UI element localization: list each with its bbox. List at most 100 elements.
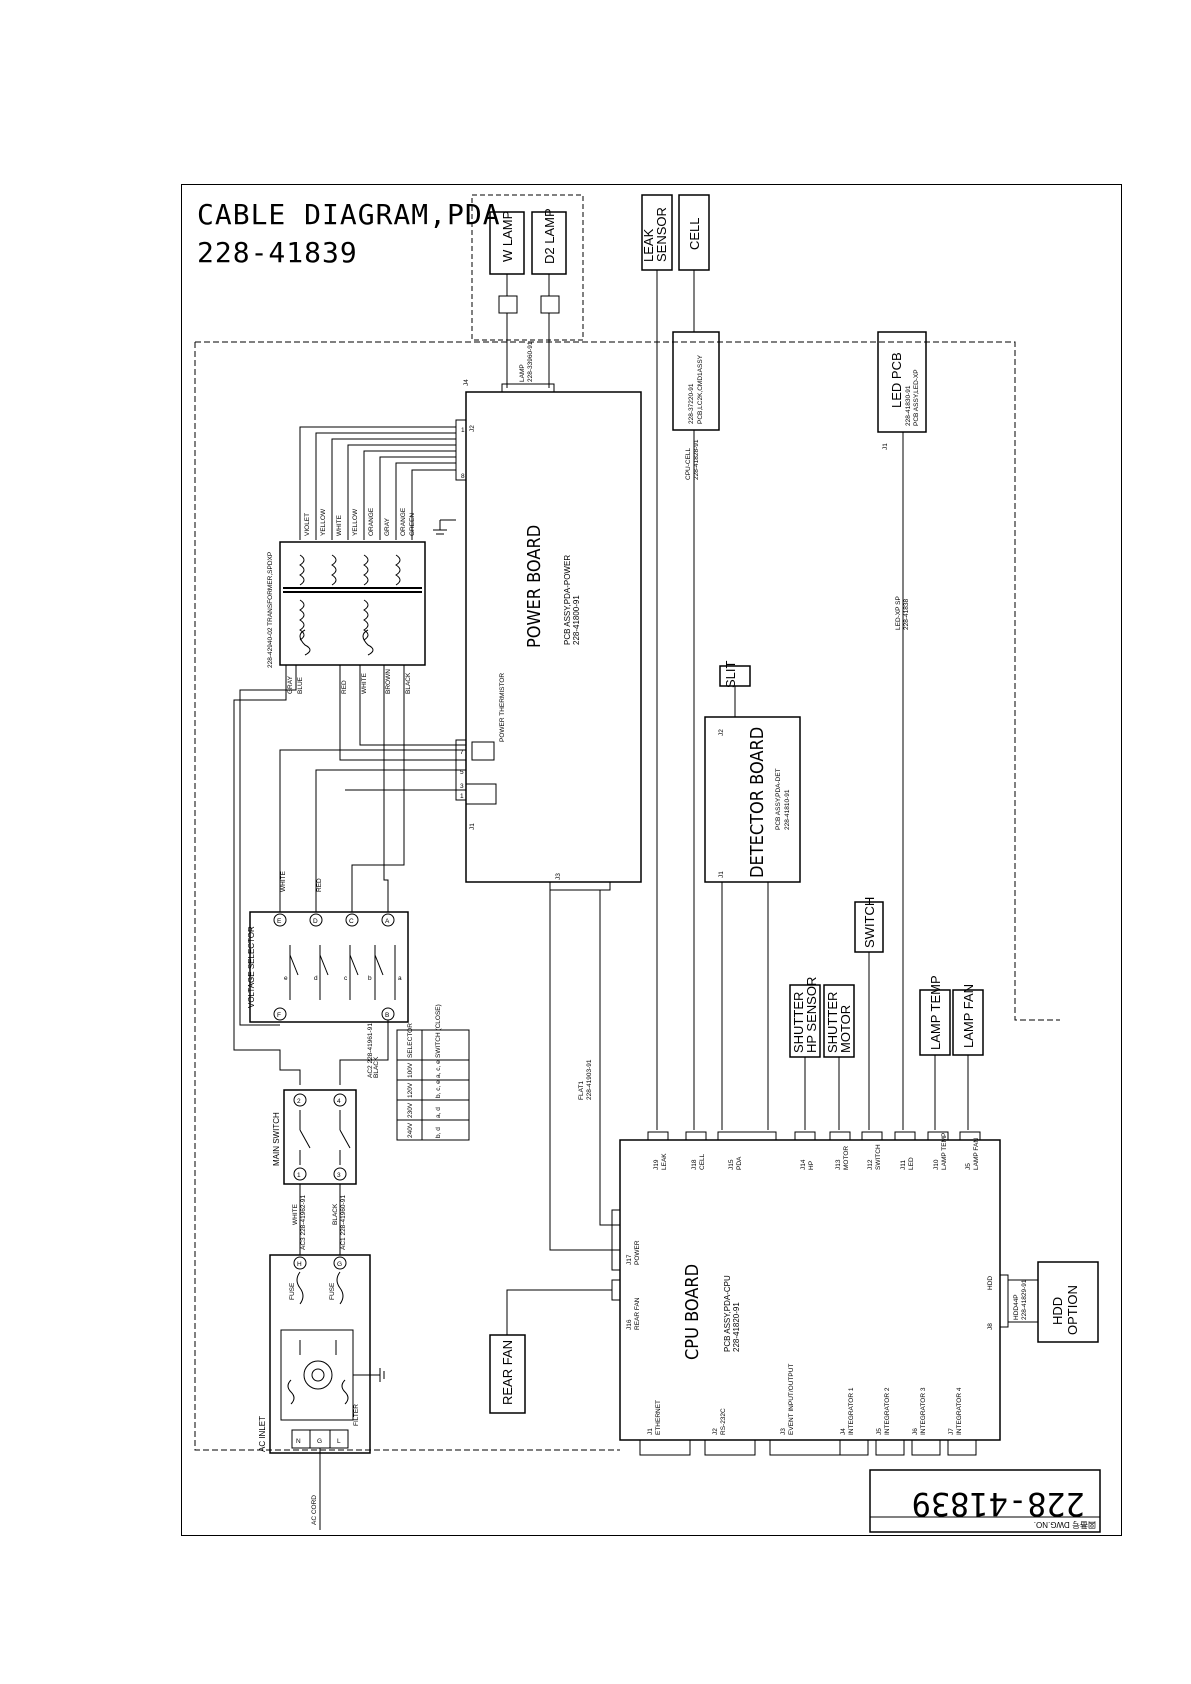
vs-switch-e: e (284, 975, 288, 982)
d2-lamp-connector (540, 295, 560, 314)
switch-row-100v: a, c, e (435, 1060, 442, 1078)
j1-pin-5: 5 (460, 769, 464, 776)
inlet-terminal-g: G (337, 1261, 342, 1268)
w-lamp-label: W LAMP (500, 211, 515, 262)
lamp-cable-label-2: 228-33960-91 (527, 341, 534, 382)
leak-sensor-label-2: SENSOR (654, 207, 669, 262)
power-board-label: POWER BOARD (524, 525, 545, 648)
cpu-top-connector-name: LAMP TEMP (941, 1133, 948, 1170)
cpu-bottom-connector-name: INTEGRATOR 4 (956, 1387, 963, 1435)
drawing-number-inverted: 228-41839 (912, 1485, 1085, 1523)
led-cable-label-1: LED-XP SP (895, 596, 902, 630)
voltage-selector (249, 911, 409, 1023)
j1-pin-7: 7 (460, 749, 464, 756)
wire-label-ms-white: WHITE (292, 1203, 299, 1225)
cpu-top-connector-name: LEAK (661, 1153, 668, 1170)
fuse-label-1: FUSE (289, 1282, 296, 1300)
inlet-terminal-g2: G (317, 1438, 322, 1445)
cpu-top-connector-name: PDA (736, 1156, 743, 1170)
wire-label-gray-2: GRAY (287, 675, 294, 694)
selector-row-230v: 230V (407, 1102, 414, 1118)
power-board-description: PCB ASSY,PDA-POWER (563, 555, 572, 645)
j17-label: J17 (626, 1254, 633, 1265)
power-j2-connector (455, 419, 467, 481)
cpu-bottom-connector-name: INTEGRATOR 3 (920, 1387, 927, 1435)
wire-label-vs-red: RED (316, 878, 323, 892)
cpu-bottom-connector-j: J3 (780, 1428, 787, 1435)
vs-terminal-f: F (277, 1012, 281, 1019)
wire-label-yellow-2: YELLOW (352, 508, 359, 536)
cpu-top-connector-j: J11 (900, 1160, 907, 1170)
j3-label: J3 (555, 873, 562, 880)
j1-pin-1: 1 (460, 793, 464, 800)
cpu-cell-cable-label-2: 228-41828-91 (693, 439, 700, 480)
cpu-board-part-number: 228-41820-91 (732, 1302, 741, 1352)
cpu-top-connector-j: J12 (867, 1159, 874, 1170)
wire-label-green: GREEN (409, 513, 416, 536)
shutter-motor-label-2: MOTOR (838, 1005, 853, 1053)
shutter-hp-label-2: HP SENSOR (804, 977, 819, 1053)
power-thermistor (471, 741, 495, 761)
diagram-number: 228-41839 (197, 236, 358, 269)
wire-label-orange: ORANGE (368, 507, 375, 536)
cpu-top-connector-j: J14 (800, 1159, 807, 1170)
rear-fan-label: REAR FAN (500, 1340, 515, 1405)
inlet-terminal-n: N (296, 1438, 301, 1445)
ms-terminal-1: 1 (297, 1172, 301, 1179)
cmd-assy-box (672, 331, 720, 431)
detector-j2-label: J2 (718, 729, 725, 736)
j4-connector (501, 383, 555, 393)
wire-label-yellow: YELLOW (320, 508, 327, 536)
cmd-assy-label-2: PCB,LC2K,CMD1ASSY (697, 354, 704, 424)
wire-label-blue: BLUE (297, 676, 304, 694)
led-cable-label-2: 228-41838 (903, 599, 910, 630)
vs-terminal-a: A (385, 918, 390, 925)
power-thermistor-label: POWER THERMISTOR (499, 673, 506, 742)
ms-terminal-4: 4 (337, 1098, 341, 1105)
hdd-label-2: OPTION (1065, 1285, 1080, 1335)
wire-label-violet: VIOLET (304, 513, 311, 536)
wire-label-vs-white: WHITE (280, 870, 287, 892)
cpu-top-connector-name: CELL (699, 1153, 706, 1170)
lamp-fan-label: LAMP FAN (961, 984, 976, 1048)
detector-description: PCB ASSY,PDA-DET (775, 768, 782, 830)
ms-terminal-2: 2 (297, 1098, 301, 1105)
vs-switch-c: c (344, 975, 348, 982)
ms-terminal-3: 3 (337, 1172, 341, 1179)
vs-terminal-d: D (313, 918, 318, 925)
slit-label: SLIT (723, 660, 738, 688)
rear-fan-box (489, 1334, 526, 1414)
dwg-no-label: 図番号 DWG.NO. (1034, 1520, 1096, 1530)
j1-label: J1 (469, 823, 476, 830)
j2-label: J2 (469, 425, 476, 432)
leak-sensor-label-1: LEAK (641, 228, 656, 262)
noise-filter (280, 1329, 354, 1421)
cpu-bottom-connector-name: INTEGRATOR 1 (848, 1387, 855, 1435)
switch-row-230v: a, d (435, 1107, 442, 1118)
cpu-cell-cable-label-1: CPU-CELL (685, 447, 692, 480)
hdd-option-box (1037, 1261, 1099, 1343)
wire-label-black-2: BLACK (373, 1056, 380, 1078)
filter-label: FILTER (353, 1404, 360, 1426)
ac1-cable-label: AC1 228-41960-91 (340, 1195, 347, 1250)
detector-board (704, 716, 801, 883)
cpu-top-connector-name: LAMP FAN (973, 1138, 980, 1170)
jumper-link (465, 783, 497, 805)
j16-label: J16 (626, 1319, 633, 1330)
wire-label-white: WHITE (336, 514, 343, 536)
detector-j1-label: J1 (718, 871, 725, 878)
cpu-bottom-connector-j: J5 (876, 1428, 883, 1435)
drawing-frame (181, 184, 1122, 1536)
power-board-part-number: 228-41800-91 (572, 595, 581, 645)
shutter-hp-label-1: SHUTTER (791, 992, 806, 1053)
j16-rear-fan-label: REAR FAN (634, 1297, 641, 1330)
selector-table (396, 1029, 470, 1141)
cell-label: CELL (687, 217, 702, 250)
cpu-top-connector-name: MOTOR (843, 1146, 850, 1170)
cpu-top-connector-j: J18 (691, 1159, 698, 1170)
wire-label-red: RED (341, 680, 348, 694)
cpu-top-connector-j: J19 (653, 1159, 660, 1170)
drawing-number-box (869, 1469, 1101, 1533)
